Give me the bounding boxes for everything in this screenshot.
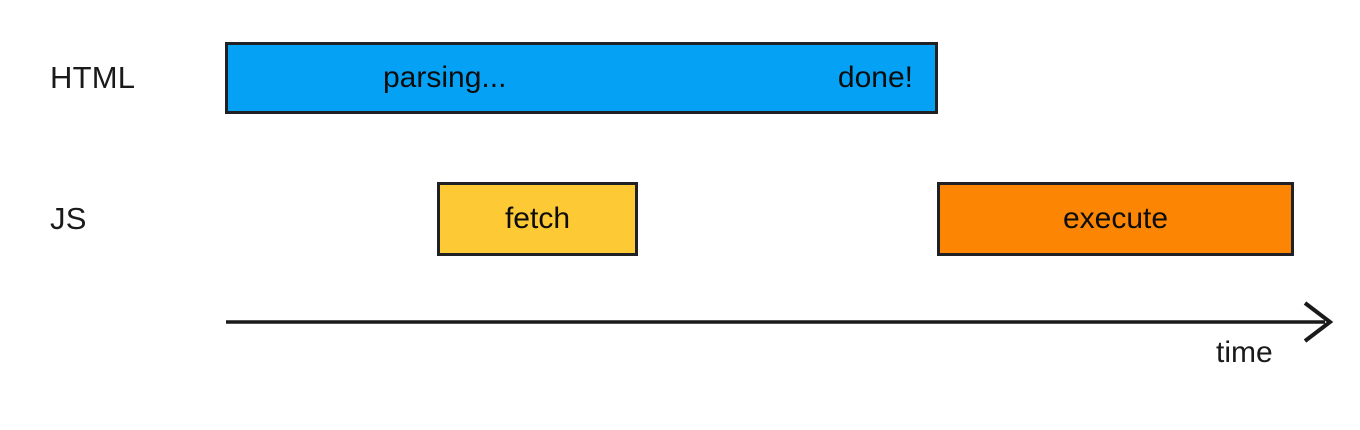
axis-arrowhead xyxy=(1303,301,1334,343)
html-parsing-label: parsing... xyxy=(383,61,507,94)
js-execute-label: execute xyxy=(1062,202,1169,235)
js-execute-bar: execute xyxy=(937,182,1294,256)
time-axis-caption: time xyxy=(1216,336,1273,369)
js-fetch-label: fetch xyxy=(504,202,571,235)
html-done-label: done! xyxy=(837,61,913,94)
time-axis-arrow-icon xyxy=(226,301,1334,343)
html-parsing-bar: parsing... done! xyxy=(225,42,938,114)
row-label-html: HTML xyxy=(50,60,136,95)
row-label-js: JS xyxy=(50,201,87,236)
js-fetch-bar: fetch xyxy=(437,182,638,256)
